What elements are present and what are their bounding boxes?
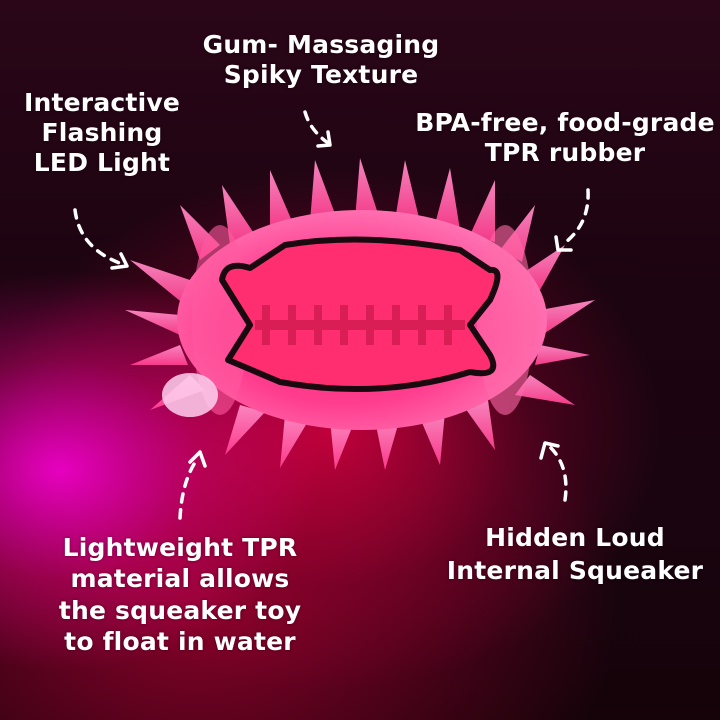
arrow-led-icon bbox=[73, 208, 127, 267]
arrow-squeak-icon bbox=[546, 443, 568, 502]
arrow-bpa-icon bbox=[560, 188, 590, 247]
spiky-toy-ball-icon bbox=[125, 158, 595, 470]
callout-lightweight-float: Lightweight TPR material allows the sque… bbox=[58, 533, 302, 656]
arrow-light-icon bbox=[178, 456, 200, 520]
arrow-gum-icon bbox=[303, 110, 330, 145]
callout-internal-squeaker: Hidden Loud Internal Squeaker bbox=[446, 523, 704, 585]
callout-bpa-free: BPA-free, food-grade TPR rubber bbox=[415, 108, 715, 167]
callout-gum-massaging: Gum- Massaging Spiky Texture bbox=[202, 30, 440, 89]
callout-led-light: Interactive Flashing LED Light bbox=[24, 88, 180, 177]
